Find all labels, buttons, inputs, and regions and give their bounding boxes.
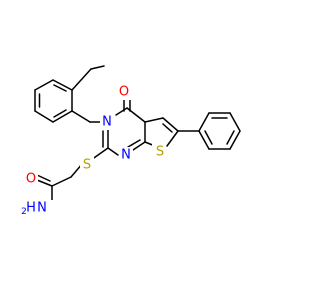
- amide-nitrogen-label: N H 2: [21, 200, 53, 218]
- bond: [115, 107, 128, 116]
- atom-O: O: [26, 172, 36, 187]
- bond: [126, 107, 146, 123]
- bond: [71, 110, 91, 123]
- atom-N: N: [102, 115, 112, 130]
- bond: [51, 176, 72, 187]
- oxygen-carbonyl-label: O: [117, 84, 131, 100]
- bond: [127, 139, 141, 148]
- atom-S: S: [83, 158, 91, 173]
- bond: [36, 174, 51, 182]
- bond: [52, 79, 73, 91]
- amide-hydrogen-label: H: [26, 201, 36, 216]
- atom-N: N: [121, 148, 131, 163]
- nitrogen-ring-3-label: N: [100, 114, 114, 130]
- bond-inner: [53, 109, 67, 118]
- atom-O: O: [119, 85, 129, 100]
- bond: [107, 147, 119, 156]
- molecule-structure: O N N S S O N H 2: [21, 65, 241, 218]
- atom-labels: O N N S S O N H 2: [21, 84, 166, 218]
- bonds: [34, 65, 241, 202]
- bond: [52, 110, 73, 123]
- nitrogen-ring-1-label: N: [119, 147, 133, 163]
- bond-inner: [226, 130, 235, 145]
- bond: [34, 110, 54, 123]
- bond: [229, 112, 241, 132]
- amide-hydrogen-count: 2: [21, 207, 27, 217]
- bond: [198, 130, 210, 150]
- bond-inner: [53, 84, 67, 92]
- atom-S: S: [156, 145, 164, 160]
- bond: [198, 112, 210, 132]
- bond-inner: [204, 130, 213, 145]
- sulfur-thiophene-label: S: [152, 144, 166, 160]
- bond-methyl: [90, 65, 105, 70]
- atom-N: N: [37, 201, 47, 216]
- bond: [144, 117, 164, 123]
- bond-methyl: [71, 68, 92, 91]
- bond: [34, 79, 54, 91]
- bond: [36, 179, 53, 187]
- bond: [166, 130, 179, 147]
- bond: [229, 130, 241, 150]
- bond: [162, 123, 173, 133]
- oxygen-amide-label: O: [24, 171, 38, 187]
- sulfur-thioether-label: S: [80, 157, 94, 173]
- bond: [162, 117, 179, 132]
